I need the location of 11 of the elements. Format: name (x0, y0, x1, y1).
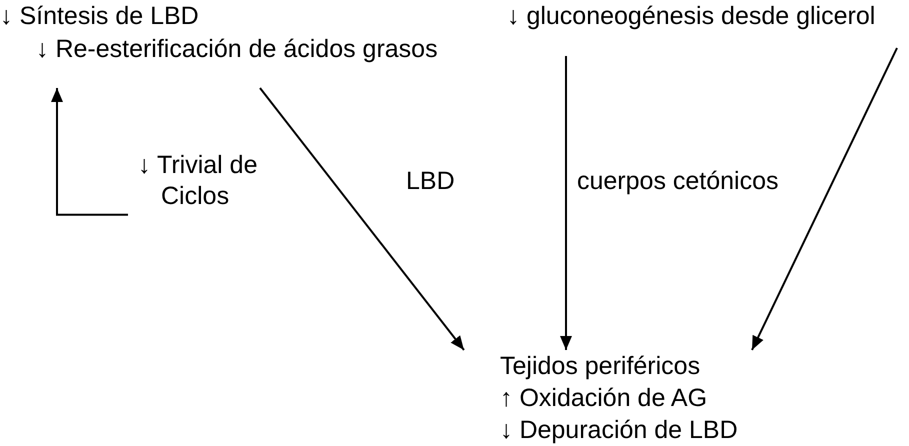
node-text: ↓ Trivial de Ciclos (138, 150, 258, 212)
node-text: ↓ Re-esterificación de ácidos grasos (36, 34, 438, 65)
arrow (51, 88, 128, 216)
node-text: ↓ Depuración de LBD (500, 415, 738, 446)
node-text: ↑ Oxidación de AG (500, 383, 708, 414)
arrow (751, 48, 898, 350)
node-text: ↓ gluconeogénesis desde glicerol (507, 1, 876, 32)
node-text: Tejidos periféricos (500, 351, 700, 382)
arrow (259, 87, 465, 351)
node-text: ↓ Síntesis de LBD (0, 1, 199, 32)
arrow (560, 56, 572, 350)
